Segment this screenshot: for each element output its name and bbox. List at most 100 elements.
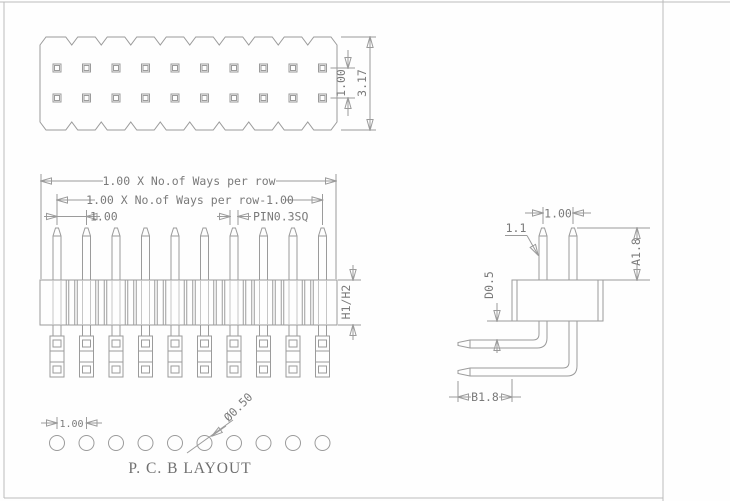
dim-upper-pin-length: A1.8 — [577, 228, 650, 280]
pin-through-body — [52, 279, 62, 326]
solder-tail — [167, 324, 183, 378]
contact-pad — [52, 63, 62, 73]
pin — [288, 227, 298, 281]
contact-pad — [82, 93, 91, 103]
contact-pad — [170, 93, 180, 103]
solder-tails — [49, 324, 330, 378]
contact-pad — [259, 93, 268, 103]
leader-line — [526, 235, 538, 256]
dim-text-hole-pitch: 1.00 — [59, 419, 83, 430]
bent-pin-outline — [457, 321, 548, 349]
pin — [111, 227, 121, 281]
dim-text-row-pitch: 1.00 — [334, 69, 348, 97]
contact-pad — [288, 63, 298, 73]
dim-text-hole-diameter: Ø0.50 — [221, 390, 255, 424]
pin-through-body — [229, 279, 239, 326]
solder-tail — [197, 324, 212, 378]
dim-insulator-height: H1/H2 — [338, 265, 361, 340]
segment-divider — [124, 279, 137, 326]
drill-hole — [226, 435, 242, 451]
drill-hole — [49, 435, 65, 451]
segment-divider — [154, 279, 167, 326]
solder-tail — [226, 324, 242, 378]
bent-pin-lower — [457, 321, 578, 377]
pin-through-body — [318, 279, 327, 326]
pin — [170, 227, 180, 281]
segment-divider — [65, 279, 78, 326]
segment-divider — [213, 279, 226, 326]
pin-through-body — [82, 279, 91, 326]
pin-through-body — [200, 279, 209, 326]
front-view: 1.00 X No.of Ways per row 1.00 X No.of W… — [39, 174, 361, 378]
dim-text-standoff: D0.5 — [482, 271, 496, 299]
drill-hole — [137, 435, 154, 451]
bent-pin-upper — [457, 321, 548, 349]
dim-row-pitch: 1.00 — [330, 50, 355, 116]
pin — [568, 227, 578, 281]
label-text-pin-ref: 1.1 — [506, 221, 527, 235]
pcb-layout-caption: P. C. B LAYOUT — [128, 460, 251, 477]
dim-text-pin-size: PIN0.3SQ — [253, 210, 308, 224]
segment-divider — [242, 279, 255, 326]
solder-tail — [256, 324, 271, 378]
dim-hole-pitch: 1.00 — [41, 417, 102, 430]
drill-holes — [49, 435, 331, 451]
dim-text-insulator-height: H1/H2 — [339, 285, 353, 320]
contact-pad — [318, 63, 327, 73]
label-pin-ref: 1.1 — [505, 221, 538, 255]
pin-through-body — [259, 279, 268, 326]
insulator-body — [39, 279, 338, 326]
housing-top-outline — [39, 36, 338, 131]
dim-text-overall-width: 1.00 X No.of Ways per row — [102, 174, 275, 188]
dim-text-pin-pitch: 1.00 — [90, 210, 118, 224]
dim-text-body-height: 3.17 — [355, 69, 369, 97]
pin-through-body — [111, 279, 121, 326]
contact-pad — [82, 63, 91, 73]
dim-overall-width: 1.00 X No.of Ways per row — [41, 174, 336, 279]
contact-pads-row-1 — [52, 63, 327, 73]
pin — [200, 227, 209, 281]
pin-through-body — [170, 279, 180, 326]
dim-side-row-pitch: 1.00 — [525, 207, 591, 224]
dim-text-side-row-pitch: 1.00 — [544, 207, 572, 221]
pcb-layout-view: 1.00 Ø0.50 P. C. B LAYOUT — [41, 390, 331, 477]
pin — [538, 227, 548, 281]
contact-pad — [229, 63, 239, 73]
pin — [82, 227, 91, 281]
contact-pad — [141, 63, 150, 73]
insulator-segments — [52, 279, 327, 326]
dim-text-centers-width: 1.00 X No.of Ways per row-1.00 — [86, 193, 294, 207]
top-view: 1.00 3.17 — [39, 36, 376, 131]
dim-text-bend-length: B1.8 — [471, 390, 499, 404]
segment-divider — [272, 279, 285, 326]
contact-pad — [200, 63, 209, 73]
contact-pad — [200, 93, 209, 103]
header-pins — [52, 227, 327, 281]
drill-hole — [255, 435, 272, 451]
dim-body-height: 3.17 — [341, 37, 376, 130]
segment-divider — [183, 279, 196, 326]
pin — [52, 227, 62, 281]
insulator-body-side — [511, 279, 604, 322]
contact-pad — [170, 63, 180, 73]
contact-pad — [318, 93, 327, 103]
drill-hole — [108, 435, 124, 451]
contact-pad — [229, 93, 239, 103]
side-view: 1.00 1.1 A1.8 D0.5 — [449, 207, 650, 404]
solder-tail — [108, 324, 124, 378]
dim-pin-size: PIN0.3SQ — [217, 210, 308, 225]
segment-divider — [301, 279, 314, 326]
bent-pin-outline — [457, 321, 578, 377]
solder-tail — [138, 324, 153, 378]
contact-pad — [111, 63, 121, 73]
contact-pad — [259, 63, 268, 73]
pin — [229, 227, 239, 281]
pin — [141, 227, 150, 281]
solder-tail — [285, 324, 301, 378]
dim-pin-pitch: 1.00 — [44, 210, 118, 225]
contact-pad — [111, 93, 121, 103]
segment-divider — [95, 279, 108, 326]
dim-bend-length: B1.8 — [449, 379, 521, 404]
